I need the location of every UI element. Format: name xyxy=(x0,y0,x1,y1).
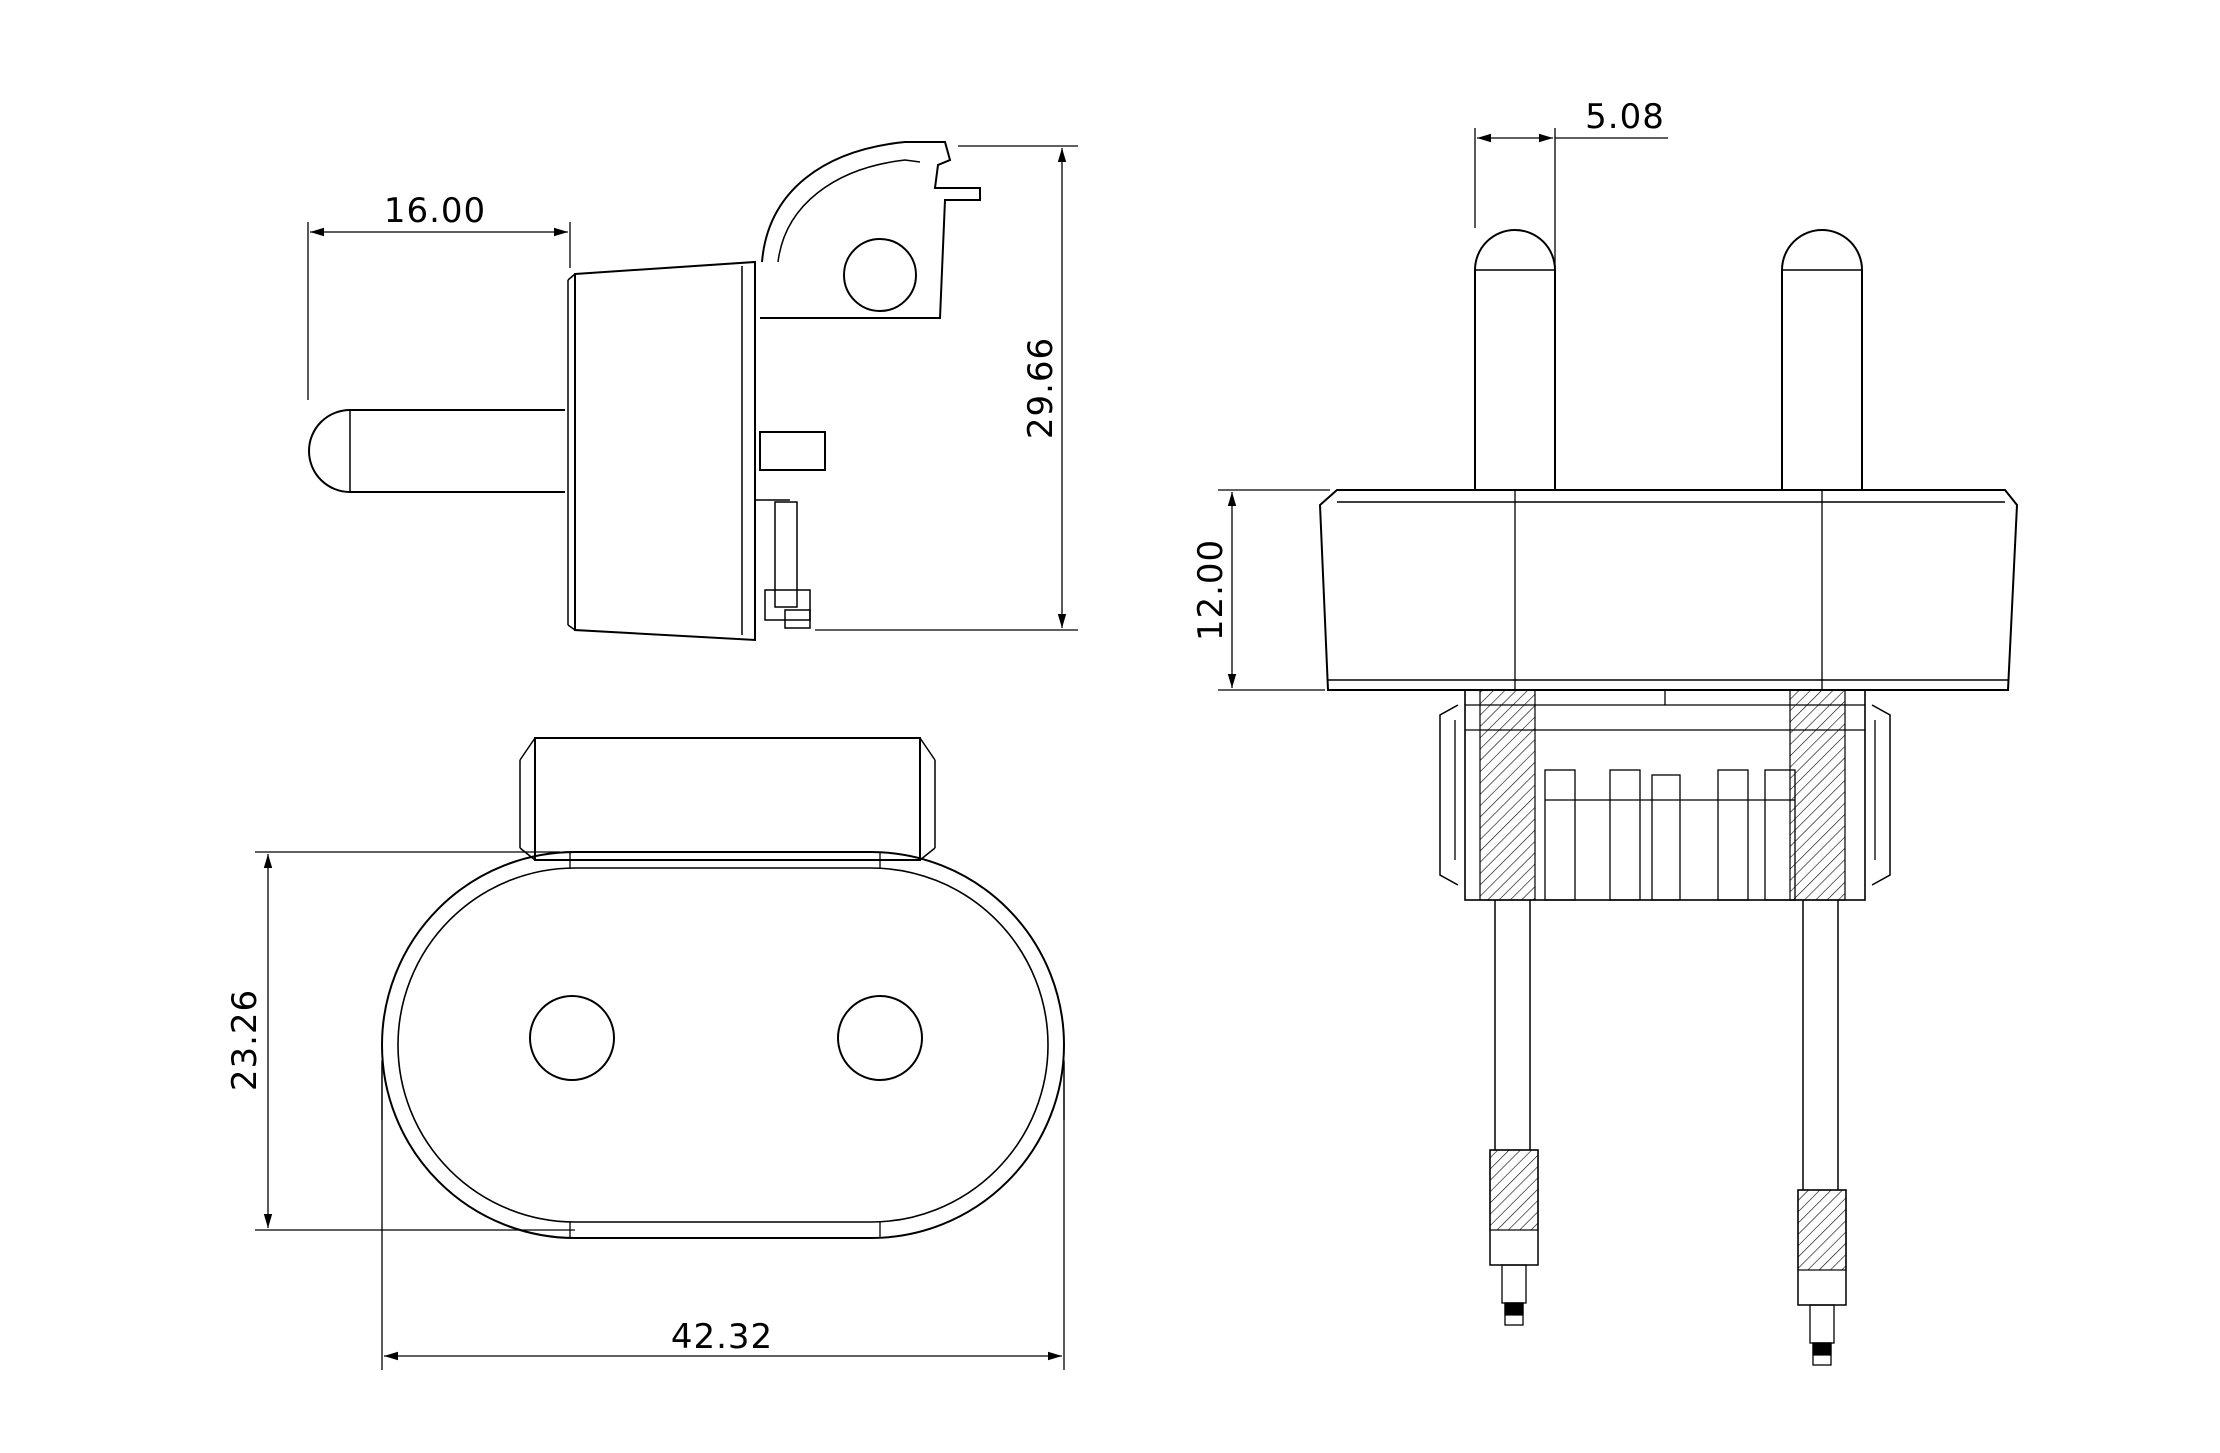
front-view-dimensions xyxy=(1218,128,1668,691)
bottom-view-pin-hole-right xyxy=(837,995,923,1081)
front-view-base xyxy=(1318,489,2019,691)
side-view-pin xyxy=(308,409,565,493)
side-view-hook xyxy=(760,141,981,319)
bottom-view-dimensions xyxy=(255,851,1065,1370)
dim-front-body-height: 12.00 xyxy=(1191,539,1231,641)
side-view-mounting-hole xyxy=(843,238,917,312)
front-view-pin-right xyxy=(1781,229,1863,490)
side-view-body xyxy=(574,260,756,642)
bottom-view-outer-oval xyxy=(381,851,1065,1239)
front-view-hatched-sections xyxy=(1479,689,1847,1356)
side-view xyxy=(308,141,981,642)
bottom-view-pin-hole-left xyxy=(529,995,615,1081)
side-view-dimensions xyxy=(307,145,1078,631)
dim-bottom-width: 42.32 xyxy=(671,1317,773,1357)
dim-bottom-depth: 23.26 xyxy=(225,989,265,1091)
bottom-view-flange xyxy=(534,737,921,861)
front-view-pin-left xyxy=(1474,229,1556,490)
dim-side-pin-length: 16.00 xyxy=(384,191,486,231)
bottom-view-inner-oval xyxy=(397,867,1049,1223)
dim-side-height: 29.66 xyxy=(1021,337,1061,439)
front-view xyxy=(1318,229,2019,1366)
bottom-view xyxy=(381,737,1065,1239)
dim-front-pin-offset: 5.08 xyxy=(1585,97,1665,137)
